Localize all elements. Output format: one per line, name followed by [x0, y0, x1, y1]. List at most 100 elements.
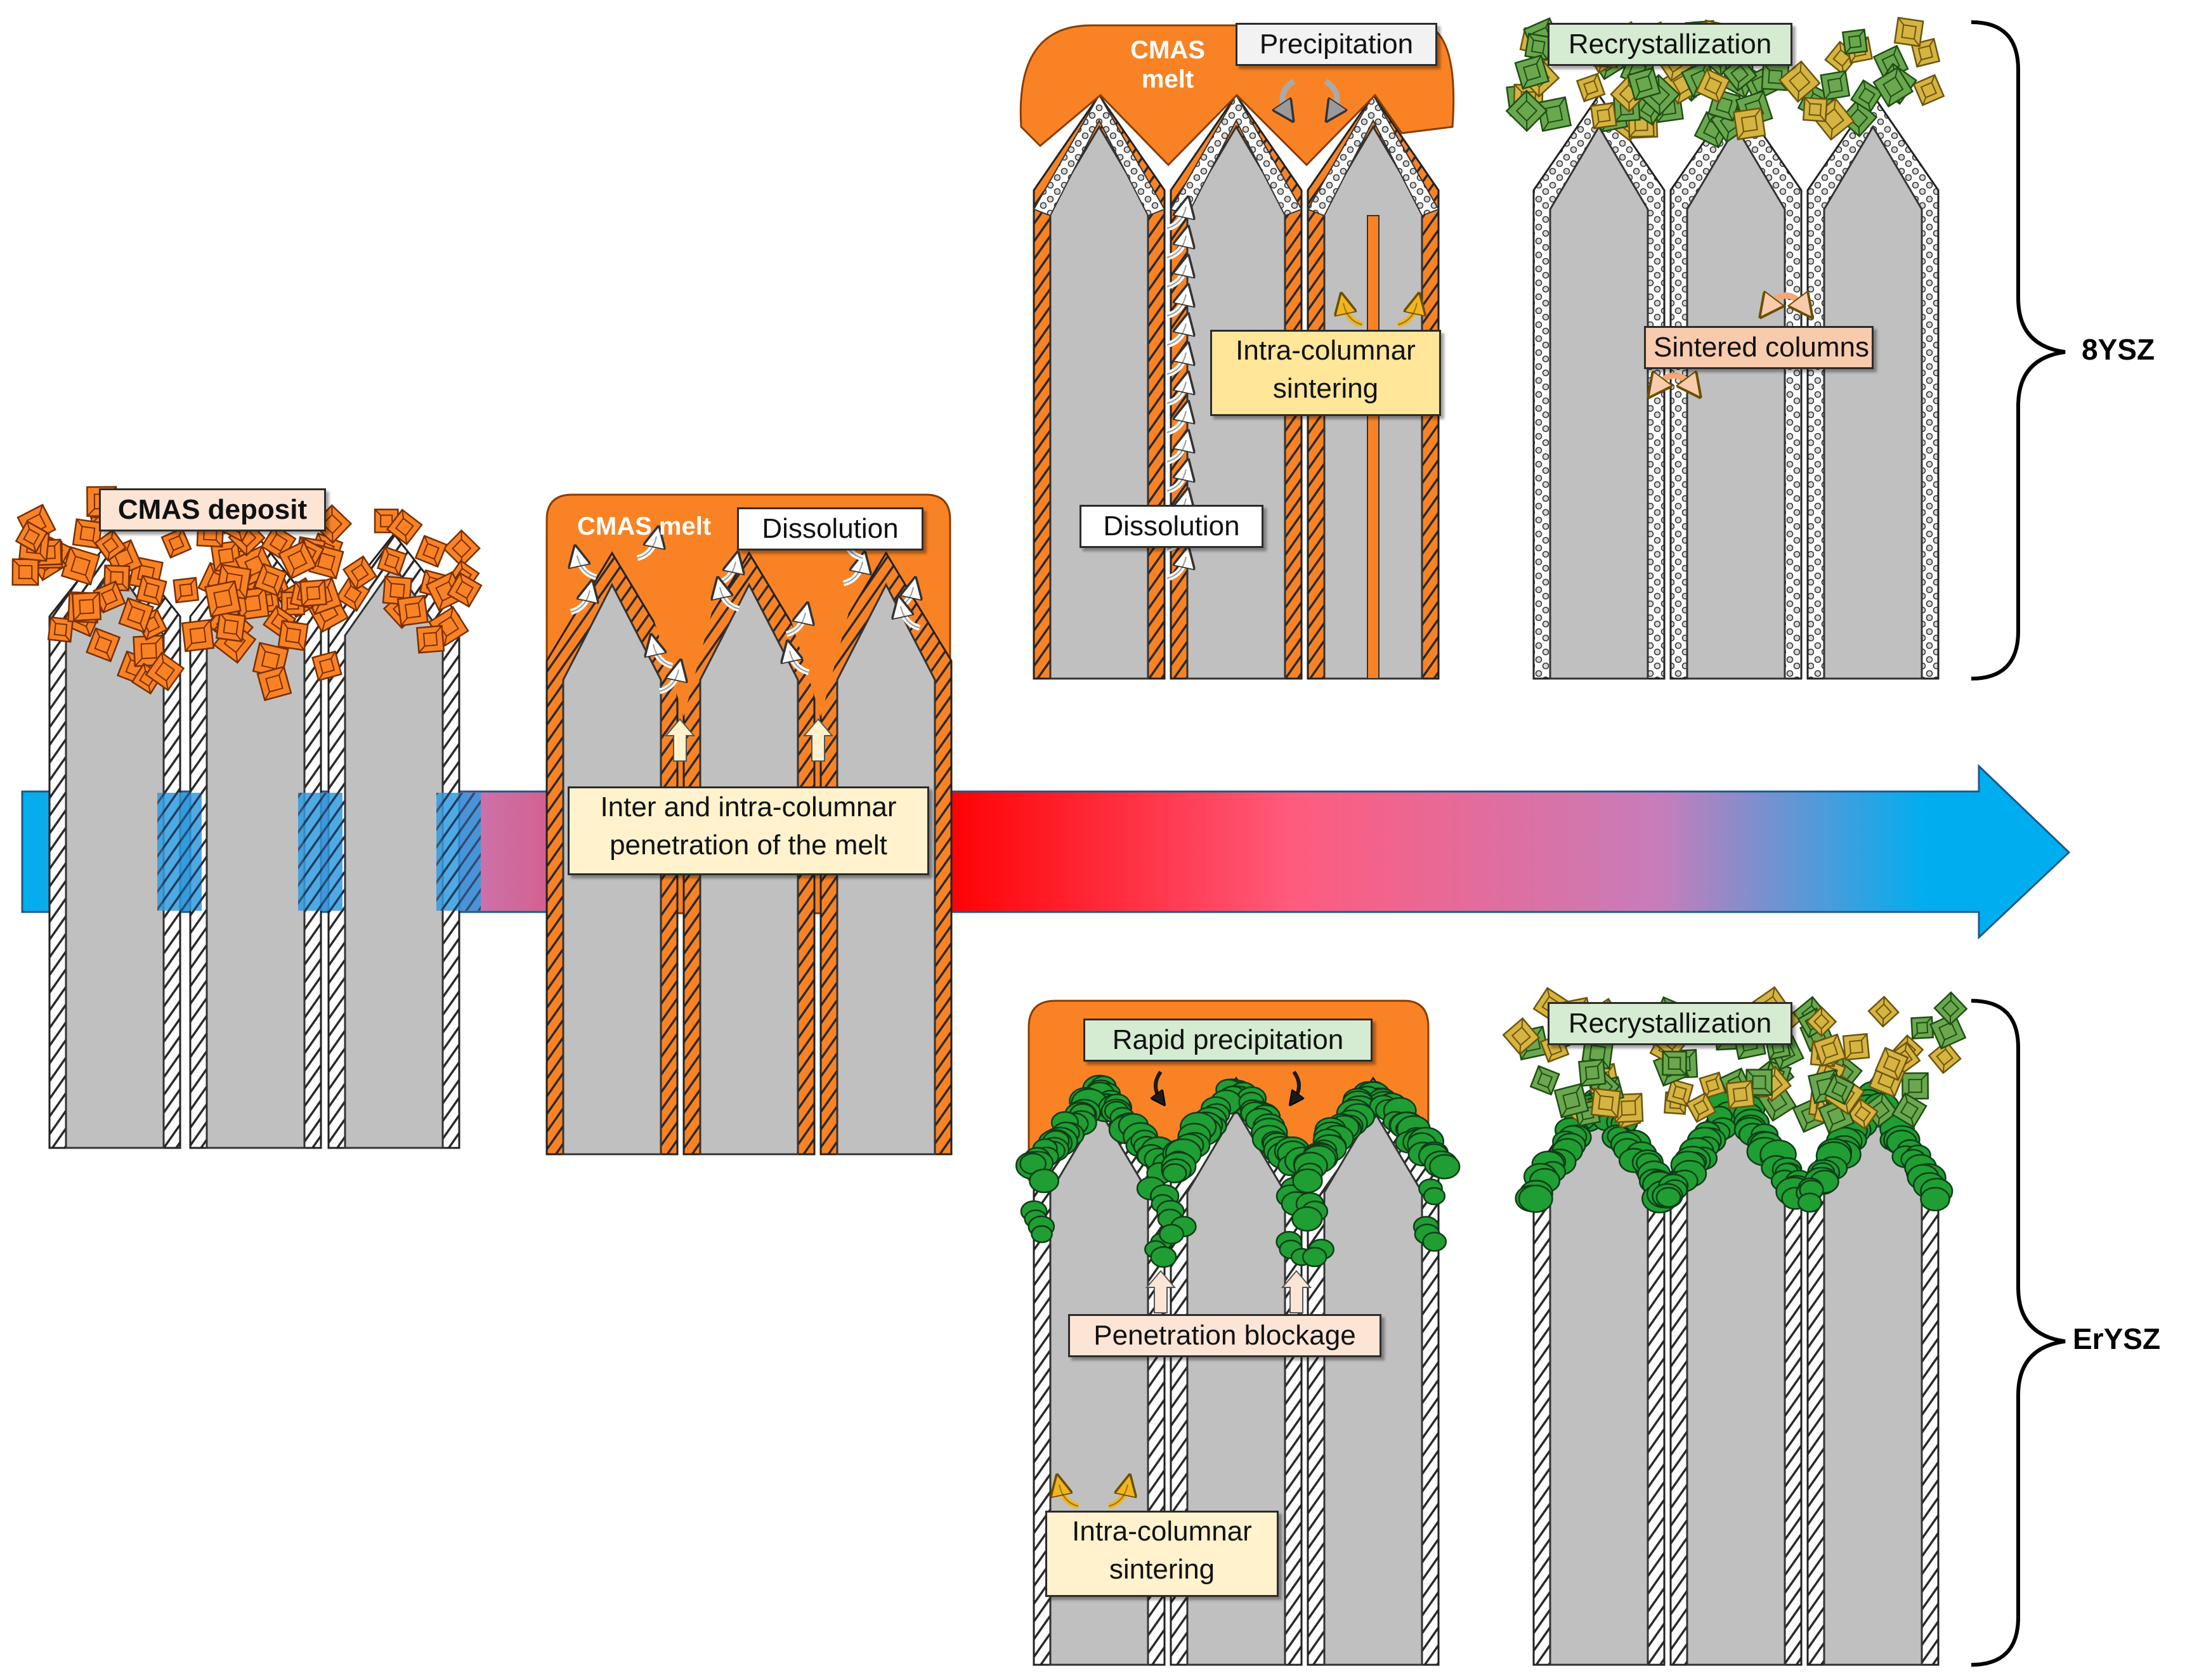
- crystal-edge: [54, 539, 62, 547]
- crystal-edge: [330, 651, 336, 660]
- label-bottom-intra-sintering: Intra-columnar sintering: [1045, 1511, 1279, 1597]
- crystal-edge: [1603, 1060, 1610, 1069]
- crystal-edge: [142, 575, 148, 583]
- crystal-edge: [330, 570, 337, 579]
- crystal-edge: [1629, 130, 1636, 138]
- crystal-edge: [1931, 74, 1936, 83]
- crystal-edge: [1745, 1080, 1752, 1088]
- crystal-face: [311, 650, 342, 682]
- intra-channel: [1367, 215, 1380, 679]
- flow-arrow-outline: [659, 669, 679, 692]
- crystal: [1893, 16, 1924, 48]
- crystal-edge: [106, 653, 112, 662]
- label-bottom-rapid-precipitation: Rapid precipitation: [1083, 1019, 1373, 1062]
- arrow-band: [298, 793, 342, 911]
- crystal-inner: [70, 556, 91, 576]
- crystal-edge: [1522, 80, 1529, 89]
- crystal-edge: [148, 686, 152, 694]
- crystal-edge: [1546, 987, 1550, 997]
- crystal-edge: [1525, 91, 1527, 101]
- precipitate-grain: [1428, 1154, 1461, 1180]
- crystal: [135, 575, 167, 607]
- crystal-inner: [1849, 1039, 1863, 1055]
- crystal-inner: [1537, 1072, 1553, 1088]
- crystal-edge: [460, 561, 463, 569]
- crystal-edge: [127, 597, 133, 608]
- crystal-edge: [1804, 97, 1811, 105]
- crystal: [133, 634, 166, 667]
- crystal-inner: [1908, 1079, 1922, 1093]
- flow-arrow-outline: [843, 561, 863, 584]
- crystal-edge: [214, 563, 221, 571]
- crystal-edge: [235, 652, 238, 663]
- crystal-edge: [203, 619, 211, 628]
- crystal: [1505, 89, 1548, 133]
- crystal-face: [1733, 107, 1766, 141]
- crystal-inner: [1693, 1099, 1709, 1116]
- crystal-edge: [235, 634, 242, 642]
- crystal-inner: [53, 622, 68, 637]
- crystal-edge: [1834, 1074, 1838, 1083]
- crystal-face: [1813, 1033, 1847, 1067]
- crystal-inner: [380, 514, 393, 528]
- melt-wedge: [770, 552, 865, 717]
- crystal-edge: [1921, 1072, 1929, 1080]
- crystal-face: [1893, 16, 1924, 48]
- crystal-edge: [1714, 138, 1719, 148]
- crystal-edge: [1683, 1099, 1688, 1107]
- crystal-edge: [1547, 1087, 1552, 1095]
- crystal-edge: [73, 613, 81, 622]
- crystal-edge: [314, 604, 320, 615]
- flow-arrow-outline: [1166, 294, 1187, 316]
- crystal-edge: [1950, 992, 1952, 1001]
- crystal: [1502, 1017, 1541, 1055]
- crystal: [1806, 1006, 1837, 1038]
- flow-arrow-outline: [786, 612, 806, 635]
- crystal-edge: [435, 625, 443, 634]
- label-stage2-penetration: Inter and intra-columnar penetration of …: [568, 786, 929, 875]
- crystal-face: [173, 576, 200, 604]
- column-core: [1686, 1108, 1786, 1666]
- crystal-edge: [122, 583, 129, 591]
- crystal-face: [1505, 89, 1548, 133]
- crystal: [1802, 96, 1828, 122]
- label-bottom-recrystallization: Recrystallization: [1548, 1002, 1792, 1045]
- crystal-edge: [126, 540, 132, 550]
- crystal: [278, 540, 317, 580]
- crystal-edge: [221, 564, 228, 574]
- crystal-edge: [155, 635, 164, 644]
- crystal-edge: [245, 546, 247, 556]
- top-melt-text-content: CMAS melt: [1130, 36, 1205, 93]
- flow-arrow-outline: [637, 536, 657, 559]
- crystal-inner: [1901, 24, 1917, 40]
- precipitate-grain: [1291, 1206, 1323, 1232]
- crystal-edge: [1583, 94, 1588, 102]
- crystal-edge: [1520, 1051, 1527, 1060]
- crystal-inner: [1621, 1100, 1636, 1116]
- crystal-edge: [95, 628, 100, 637]
- label-top-recrystallization: Recrystallization: [1548, 23, 1792, 66]
- crystal-edge: [1884, 1047, 1889, 1057]
- crystal-edge: [126, 651, 131, 660]
- crystal-face: [278, 540, 317, 580]
- precipitate-grain: [1292, 1168, 1323, 1194]
- crystal-face: [1928, 1040, 1962, 1074]
- column-core: [1323, 1108, 1423, 1666]
- crystal-edge: [448, 571, 453, 582]
- precip-arrow: [1324, 79, 1337, 113]
- crystal-edge: [1914, 39, 1921, 47]
- material-label-8ysz: 8YSZ: [2082, 333, 2155, 366]
- crystal-inner: [1822, 108, 1844, 131]
- crystal-edge: [1839, 70, 1846, 79]
- crystal-edge: [327, 578, 333, 588]
- crystal: [1578, 1058, 1607, 1087]
- crystal-inner: [1848, 108, 1869, 129]
- crystal-edge: [33, 544, 37, 553]
- crystal-edge: [238, 532, 243, 542]
- crystal: [1823, 1073, 1856, 1105]
- crystal-face: [1778, 60, 1821, 103]
- crystal-edge: [1907, 1035, 1908, 1043]
- crystal-edge: [318, 672, 323, 681]
- crystal-inner: [1752, 1075, 1766, 1090]
- column-core: [1049, 125, 1149, 680]
